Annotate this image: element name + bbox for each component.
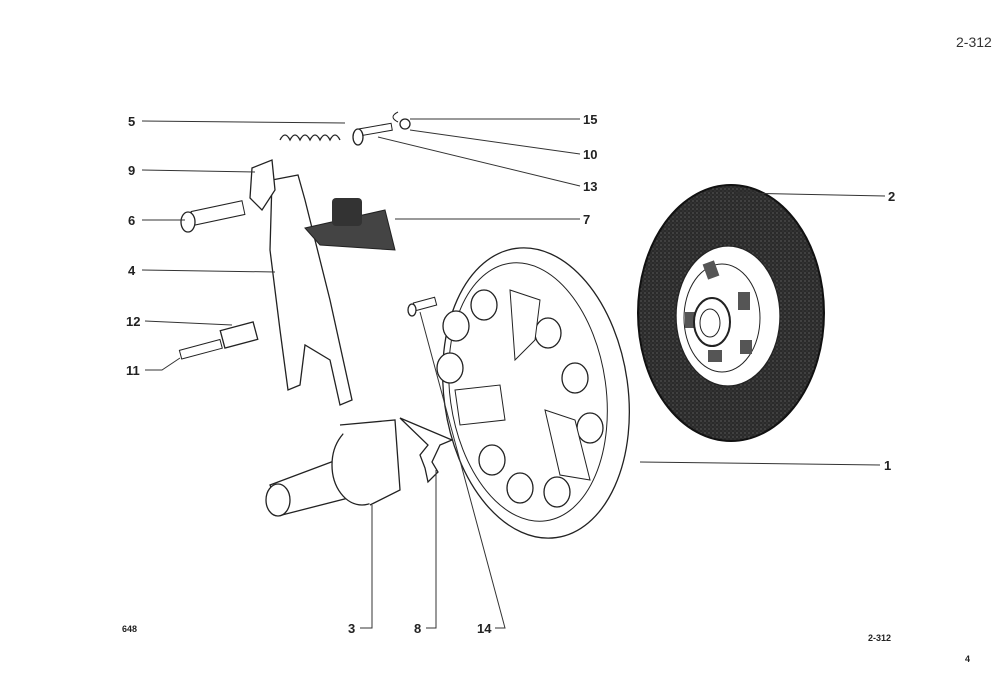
callout-11: 11 bbox=[126, 363, 140, 378]
spring-bracket bbox=[249, 159, 276, 212]
drawing-code: 648 bbox=[122, 624, 137, 634]
callout-9: 9 bbox=[128, 163, 135, 178]
page-number-bottom: 2-312 bbox=[868, 633, 891, 643]
callout-8: 8 bbox=[414, 621, 421, 636]
callout-3: 3 bbox=[348, 621, 355, 636]
callout-7: 7 bbox=[583, 212, 590, 227]
pivot-bolt bbox=[180, 200, 246, 233]
callout-4: 4 bbox=[128, 263, 136, 278]
callout-12: 12 bbox=[126, 314, 140, 329]
callout-5: 5 bbox=[128, 114, 135, 129]
callout-1: 1 bbox=[884, 458, 891, 473]
callout-15: 15 bbox=[583, 112, 597, 127]
adjusting-nut bbox=[219, 321, 259, 349]
corner-mark: 4 bbox=[965, 654, 970, 664]
clutch-disc bbox=[637, 184, 825, 442]
screw-washer-clip bbox=[352, 111, 411, 146]
callout-14: 14 bbox=[477, 621, 492, 636]
plate-screw bbox=[407, 296, 438, 317]
callout-10: 10 bbox=[583, 147, 597, 162]
release-fork bbox=[269, 174, 353, 406]
release-bearing-sleeve bbox=[265, 419, 401, 517]
adjusting-rod bbox=[178, 338, 223, 360]
callout-13: 13 bbox=[583, 179, 597, 194]
retaining-clip bbox=[399, 417, 454, 484]
dust-boot bbox=[304, 198, 396, 251]
callout-2: 2 bbox=[888, 189, 895, 204]
callout-6: 6 bbox=[128, 213, 135, 228]
pressure-plate bbox=[436, 247, 630, 539]
page-number-top: 2-312 bbox=[956, 34, 992, 50]
return-spring bbox=[279, 134, 341, 142]
leader-lines bbox=[141, 118, 886, 629]
